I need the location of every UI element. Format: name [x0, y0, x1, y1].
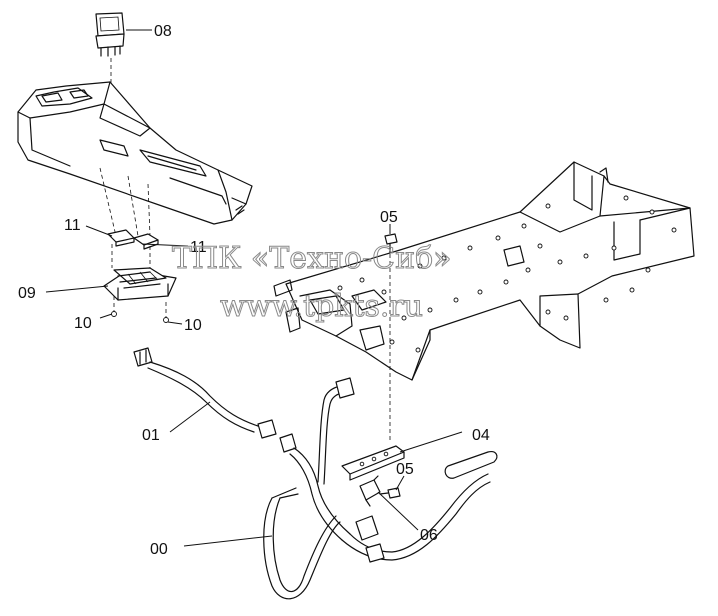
part-08-switch [95, 12, 125, 92]
label-08: 08 [154, 23, 172, 40]
label-00: 00 [150, 541, 168, 558]
part-06-clip [359, 475, 381, 507]
label-05-top: 05 [380, 209, 398, 226]
part-05-bolt-lower [379, 487, 401, 499]
assembly-line [99, 167, 117, 237]
watermark-line1: ТПК «Техно-Сиб» [172, 241, 452, 276]
part-09-switch-panel [103, 267, 177, 301]
part-05-bolt-top [384, 233, 398, 440]
watermark-line2: www.tpkts.ru [220, 289, 423, 324]
screw-10-right [163, 317, 169, 323]
part-04-bracket [341, 445, 405, 481]
leader-lines [45, 29, 463, 547]
part-labels: 08 05 11 11 09 10 10 01 04 05 06 00 [18, 23, 490, 558]
label-10-left: 10 [74, 315, 92, 332]
chassis-frame [273, 161, 695, 381]
label-05-lower: 05 [396, 461, 414, 478]
label-09: 09 [18, 285, 36, 302]
label-06: 06 [420, 527, 438, 544]
part-11-plates [107, 229, 159, 250]
screw-10-left [111, 311, 117, 317]
label-11-right: 11 [190, 239, 207, 256]
label-11-left: 11 [64, 217, 81, 234]
label-10-right: 10 [184, 317, 202, 334]
chassis-holes [337, 195, 677, 353]
assembly-line [147, 183, 151, 237]
label-01: 01 [142, 427, 160, 444]
wiring-harness [133, 347, 498, 600]
assembly-line [127, 175, 139, 237]
label-04: 04 [472, 427, 490, 444]
watermark: ТПК «Техно-Сиб» www.tpkts.ru [172, 241, 453, 325]
center-console [17, 81, 253, 225]
